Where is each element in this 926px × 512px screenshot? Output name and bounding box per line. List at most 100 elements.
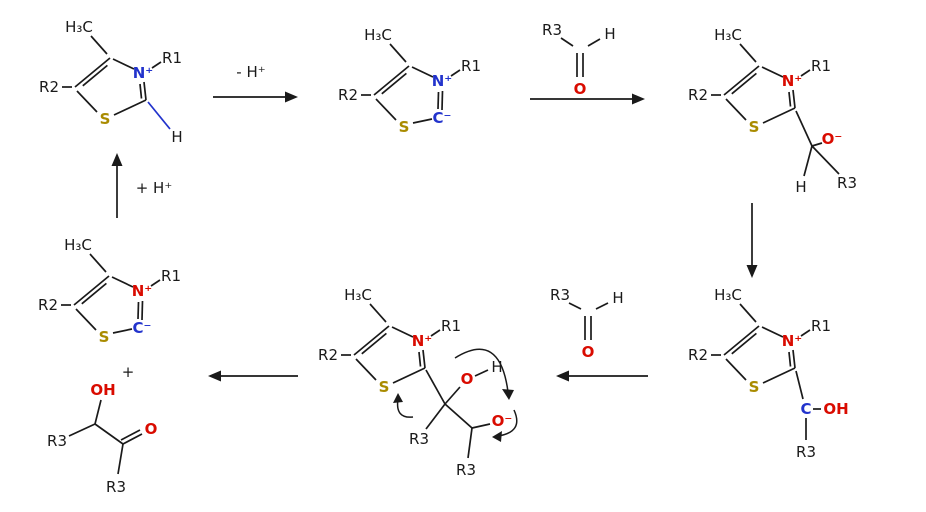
regenerated-ylide-structure: H₃C R2 R1 N⁺ S C⁻ [38, 236, 181, 346]
methyl-label: H₃C [344, 286, 372, 304]
bond [595, 302, 609, 310]
bond [560, 37, 574, 47]
curved-arrow-proton-transfer [454, 348, 509, 393]
alkoxide-adduct-structure: H₃C R2 R1 N⁺ S O⁻ H R3 [688, 26, 857, 196]
aldehyde-h-label: H [604, 25, 615, 43]
sulfur-label: S [399, 118, 410, 136]
arrowhead [111, 153, 123, 166]
methyl-label: H₃C [364, 26, 392, 44]
bond [587, 38, 601, 47]
sulfur-label: S [749, 378, 760, 396]
reprotonation-arrow: + H⁺ [111, 153, 173, 218]
bond [811, 142, 823, 147]
arrowhead [502, 389, 514, 400]
aldehyde-h-label: H [612, 289, 623, 307]
nitrogen-label: N⁺ [133, 64, 153, 82]
r3-label: R3 [542, 21, 562, 39]
arrowhead [393, 393, 403, 403]
r3-label: R3 [47, 432, 67, 450]
r1-label: R1 [441, 317, 461, 335]
bond [94, 423, 124, 445]
sulfur-label: S [749, 118, 760, 136]
nitrogen-label: N⁺ [132, 282, 152, 300]
r2-label: R2 [688, 86, 708, 104]
r3-label: R3 [106, 478, 126, 496]
bond [94, 399, 102, 425]
bond [120, 429, 141, 441]
acyloin-product-structure: OH R3 O R3 [47, 381, 157, 496]
release-arrow [208, 370, 298, 382]
r2-label: R2 [688, 346, 708, 364]
bond [795, 110, 813, 147]
deprotonation-arrow: - H⁺ [213, 63, 298, 103]
sulfur-label: S [379, 378, 390, 396]
arrowhead [208, 370, 221, 382]
oxygen-label: O [582, 343, 595, 361]
oxygen-label: O [574, 80, 587, 98]
r1-label: R1 [461, 57, 481, 75]
arrow-label-plus-h: + H⁺ [136, 179, 173, 197]
r2-label: R2 [318, 346, 338, 364]
bond [425, 369, 446, 405]
bond [122, 433, 143, 445]
r3-label: R3 [456, 461, 476, 479]
mechanism-curved-arrows [393, 348, 518, 442]
c2-hydrogen-label: H [171, 128, 182, 146]
r3-label: R3 [837, 174, 857, 192]
carbanion-label: C [800, 400, 811, 418]
arrow-label-minus-h: - H⁺ [236, 63, 265, 81]
bond [795, 370, 804, 400]
nitrogen-label: N⁺ [782, 72, 802, 90]
alkoxide-label: O⁻ [492, 412, 513, 430]
r1-label: R1 [161, 267, 181, 285]
addition-arrow-top [530, 93, 645, 105]
bond [117, 443, 124, 475]
ring-bonds [762, 349, 796, 384]
r2-label: R2 [39, 78, 59, 96]
carbonyl-oxygen-label: O [145, 420, 158, 438]
r3-label: R3 [550, 286, 570, 304]
alkoxide-label: O⁻ [822, 130, 843, 148]
arrowhead [285, 91, 298, 103]
breslow-intermediate-structure: H₃C R2 R1 N⁺ S C OH R3 [688, 286, 849, 461]
r1-label: R1 [811, 57, 831, 75]
aldehyde-structure-bottom: R3 H O [550, 286, 624, 361]
r1-label: R1 [811, 317, 831, 335]
aldehyde-structure-top: R3 H O [542, 21, 616, 98]
c2-h-bond [147, 101, 171, 130]
thiazolium-structure: H₃C R2 R1 N⁺ S H [39, 18, 183, 146]
bond [444, 386, 461, 405]
hydroxyl-oxygen-label: O [461, 370, 474, 388]
r2-label: R2 [38, 296, 58, 314]
nitrogen-label: N⁺ [432, 72, 452, 90]
addition-arrow-bottom [556, 370, 648, 382]
sulfur-label: S [100, 110, 111, 128]
carbanion-label: C⁻ [433, 109, 452, 127]
arrowhead [492, 431, 502, 442]
bond [471, 423, 491, 429]
nitrogen-label: N⁺ [782, 332, 802, 350]
ring-bonds [113, 81, 147, 116]
methyl-label: H₃C [714, 26, 742, 44]
arrowhead [746, 265, 758, 278]
tautomerization-arrow [746, 203, 758, 278]
plus-sign: + [122, 363, 135, 381]
bond [474, 369, 489, 377]
arrowhead [632, 93, 645, 105]
bond [425, 403, 446, 430]
bond [68, 423, 96, 437]
methyl-label: H₃C [714, 286, 742, 304]
tetrahedral-intermediate-structure: H₃C R2 R1 N⁺ S O H O⁻ R3 R3 [318, 286, 512, 479]
curved-arrow-alkoxide [497, 409, 518, 437]
bond [803, 145, 813, 177]
hydroxyl-label: OH [90, 381, 115, 399]
arrowhead [556, 370, 569, 382]
methyl-label: H₃C [65, 18, 93, 36]
bond [444, 403, 473, 429]
bond [811, 145, 840, 175]
r3-label: R3 [796, 443, 816, 461]
carbanion-label: C⁻ [133, 319, 152, 337]
hydroxyl-label: OH [823, 400, 848, 418]
r1-label: R1 [162, 49, 182, 67]
